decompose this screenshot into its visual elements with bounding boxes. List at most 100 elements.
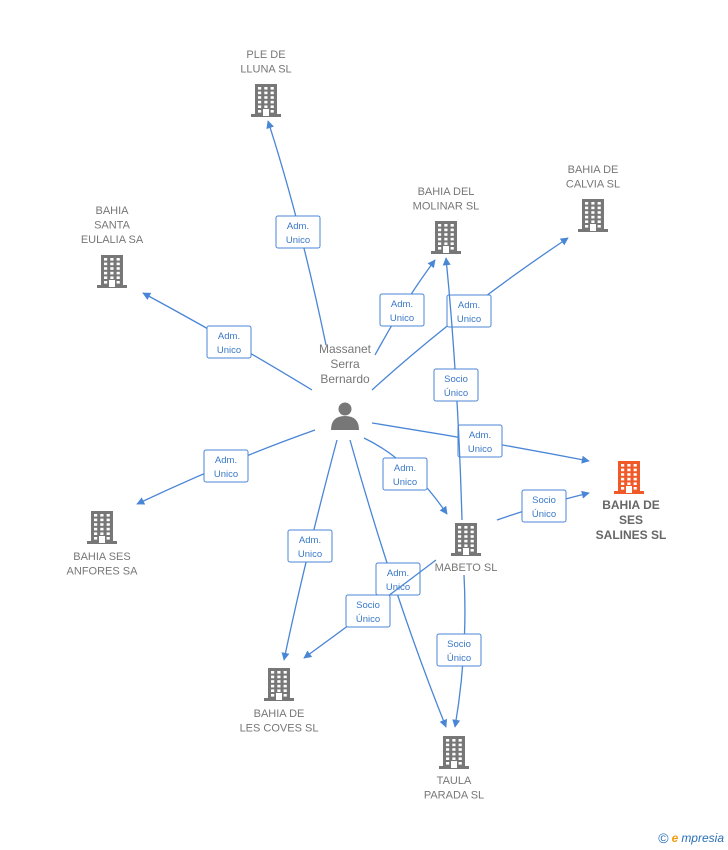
edge-label-text: Único (444, 388, 468, 399)
edge-p1-coves: Adm. Unico (281, 439, 338, 661)
building-icon (451, 523, 481, 556)
edge-label[interactable]: Adm. Unico (275, 215, 321, 249)
company-node-mabeto[interactable]: MABETO SL (435, 523, 498, 574)
edge-label-text: Unico (468, 444, 492, 455)
company-name-line: MABETO SL (435, 562, 498, 574)
edge-label-box (379, 293, 425, 327)
edge-label-text: Unico (457, 314, 481, 325)
company-name-line: BAHIA SES (73, 551, 130, 563)
person-name-line: Serra (330, 357, 360, 371)
edge-p1-calvia: Adm. Unico (371, 237, 569, 391)
edge-label-text: Único (356, 614, 380, 625)
building-icon (439, 736, 469, 769)
edge-label-box (203, 449, 249, 483)
edge-label[interactable]: Adm.Unico (382, 457, 428, 491)
company-name-line: BAHIA (95, 205, 129, 217)
edge-label-text: Único (532, 509, 556, 520)
edge-label-box (206, 325, 252, 359)
company-name-line: BAHIA DE (568, 164, 619, 176)
edge-label-text: Socio (444, 374, 468, 385)
edge-label-box (521, 489, 567, 523)
edge-label[interactable]: Adm. Unico (287, 529, 333, 563)
edge-p1-molinar: Adm. Unico (374, 259, 436, 356)
company-name-line: SALINES SL (596, 528, 667, 542)
company-name-line: LES COVES SL (240, 723, 319, 735)
building-icon (431, 221, 461, 254)
edge-label-text: Adm. (287, 221, 309, 232)
building-icon (578, 199, 608, 232)
company-name-line: BAHIA DE (254, 708, 305, 720)
edge-label-text: Socio (532, 495, 556, 506)
edge-label-text: Unico (214, 469, 238, 480)
company-name-line: MOLINAR SL (413, 201, 480, 213)
company-name-line: ANFORES SA (67, 566, 139, 578)
edge-label-text: Adm. (394, 463, 416, 474)
edge-label-text: Adm. (215, 455, 237, 466)
person-name-line: Bernardo (320, 372, 370, 386)
edge-label-text: Unico (298, 549, 322, 560)
building-icon (97, 255, 127, 288)
building-icon (87, 511, 117, 544)
edge-p1-mabeto: Adm.Unico (363, 437, 448, 515)
brand-initial: e (671, 831, 679, 845)
edge-label-text: Unico (390, 313, 414, 324)
edge-label[interactable]: Adm.Unico (375, 562, 421, 596)
company-name-line: PARADA SL (424, 790, 484, 802)
edge-label[interactable]: Adm. Unico (379, 293, 425, 327)
edge-label[interactable]: Adm. Unico (446, 294, 492, 328)
edge-label-box (446, 294, 492, 328)
edge-p1-anfores: Adm. Unico (136, 429, 316, 505)
person-name-line: Massanet (319, 342, 372, 356)
building-icon (614, 461, 644, 494)
edge-label[interactable]: Adm. Unico (206, 325, 252, 359)
edge-label-text: Adm. (218, 331, 240, 342)
edge-label-text: Unico (286, 235, 310, 246)
company-name-line: EULALIA SA (81, 234, 144, 246)
edge-label-box (457, 424, 503, 458)
company-name-line: TAULA (437, 775, 472, 787)
company-node-taula[interactable]: TAULA PARADA SL (424, 736, 484, 802)
edge-label-box (375, 562, 421, 596)
edge-label-text: Unico (386, 582, 410, 593)
building-icon (264, 668, 294, 701)
edge-label-text: Único (447, 653, 471, 664)
edge-p1-salines: Adm. Unico (371, 422, 590, 464)
edge-p1-ple: Adm. Unico (266, 120, 327, 346)
edge-label-text: Adm. (391, 299, 413, 310)
company-name-line: CALVIA SL (566, 179, 620, 191)
edge-label[interactable]: Adm. Unico (457, 424, 503, 458)
edge-label-text: Adm. (299, 535, 321, 546)
company-node-molinar[interactable]: BAHIA DEL MOLINAR SL (413, 186, 480, 254)
edge-label-box (345, 594, 391, 628)
edge-p1-santa: Adm. Unico (142, 292, 313, 391)
edge-label-text: Adm. (458, 300, 480, 311)
edge-label-text: Socio (447, 639, 471, 650)
building-icon (251, 84, 281, 117)
company-name-line: BAHIA DEL (418, 186, 475, 198)
edge-p1-taula: Adm. Unico (349, 439, 448, 728)
company-node-calvia[interactable]: BAHIA DE CALVIA SL (566, 164, 620, 232)
edge-label-text: Adm. (469, 430, 491, 441)
edge-label[interactable]: Adm. Unico (203, 449, 249, 483)
edge-label-box (433, 368, 479, 402)
edges-layer: Adm.UnicoAdm.UnicoAdm.UnicoAdm.UnicoAdm.… (136, 120, 590, 728)
company-node-coves[interactable]: BAHIA DE LES COVES SL (240, 668, 319, 735)
company-name-line: BAHIA DE (602, 498, 660, 512)
edge-label-text: Socio (356, 600, 380, 611)
edge-label-text: Unico (217, 345, 241, 356)
company-node-anfores[interactable]: BAHIA SES ANFORES SA (67, 511, 139, 578)
